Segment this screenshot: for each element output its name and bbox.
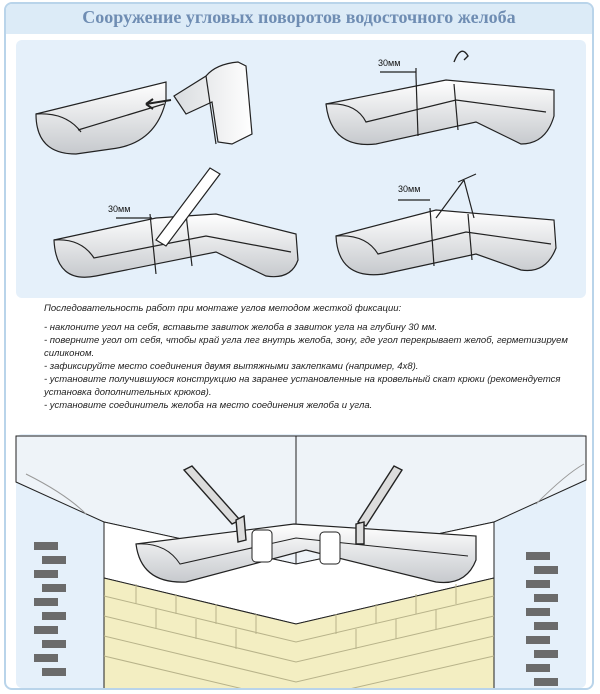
step4-gutter [335,209,557,276]
step2-gutter [325,79,555,146]
step3-pencil [155,167,221,247]
gutter-illustrations: 30мм 30мм 30мм [15,50,587,688]
instruction-step-4: - установите получившуюся конструкцию на… [44,374,561,398]
instruction-step-5: - установите соединитель желоба на место… [44,400,373,411]
step2-diagram: 30мм [325,50,555,146]
gutter-connectors [251,529,341,565]
title-bar: Сооружение угловых поворотов водосточног… [6,4,592,34]
figure-title: Сооружение угловых поворотов водосточног… [82,7,516,27]
step4-diagram: 30мм [335,173,557,276]
step3-dimension-label: 30мм [108,204,130,214]
step1-corner-piece [173,61,253,145]
instruction-step-1: - наклоните угол на себя, вставьте завит… [44,322,438,333]
step1-insert-arrow [145,99,172,105]
step2-dimension-line [380,68,417,76]
step2-dimension-label: 30мм [378,58,400,68]
figure-frame: Сооружение угловых поворотов водосточног… [4,2,594,690]
step2-rotate-arrow [453,50,469,63]
assembled-gutter [135,523,477,584]
assembly-diagram [15,435,587,688]
step1-diagram [35,61,253,155]
step1-gutter [35,81,167,155]
step4-dimension-label: 30мм [398,184,420,194]
side-bricks [34,542,558,686]
instruction-step-2: - поверните угол от себя, чтобы край угл… [44,335,568,359]
instruction-step-3: - зафиксируйте место соединения двумя вы… [44,361,419,372]
roof-hooks [182,465,404,545]
step3-gutter [53,213,299,278]
brick-wall [103,577,495,688]
instructions-block: Последовательность работ при монтаже угл… [44,302,584,412]
step3-diagram: 30мм [53,167,299,278]
instructions-intro: Последовательность работ при монтаже угл… [44,303,402,314]
step4-rivet-tool [435,173,477,219]
brick-rows [103,584,495,688]
